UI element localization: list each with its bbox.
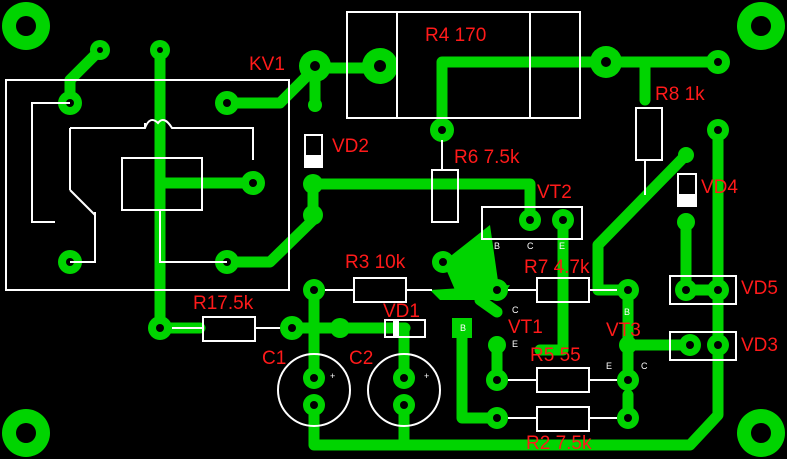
label-vt1: VT1 (508, 317, 543, 338)
pin-vt1-c: C (512, 305, 519, 315)
vd3-outline (669, 331, 737, 361)
label-vd4: VD4 (701, 177, 738, 198)
r8-outline (635, 107, 663, 161)
label-vd1: VD1 (383, 301, 420, 322)
label-vd2: VD2 (332, 136, 369, 157)
copper-pour (443, 225, 500, 295)
pad (308, 98, 322, 112)
pad (619, 336, 637, 354)
pin-vt2-e: E (559, 241, 566, 251)
pin-vt3-e: E (606, 361, 613, 371)
label-c1: C1 (262, 348, 287, 369)
label-vd5: VD5 (741, 278, 778, 299)
pad (303, 205, 323, 225)
pin-vt2-b: B (494, 241, 501, 251)
pad (303, 174, 323, 194)
vd5-outline (669, 275, 737, 305)
c2-outline (367, 353, 441, 427)
pad (677, 213, 695, 231)
pad-square (452, 318, 472, 338)
label-vt3: VT3 (606, 320, 641, 341)
label-r5: R5 55 (530, 345, 581, 366)
label-vd3: VD3 (741, 335, 778, 356)
pad (678, 147, 694, 163)
pin-c1-plus: + (330, 371, 336, 381)
label-r4: R4 170 (425, 25, 487, 46)
pin-vt1-b: B (460, 323, 467, 333)
label-kv1: KV1 (249, 54, 285, 75)
label-r8: R8 1k (655, 84, 705, 105)
silkscreen (5, 11, 737, 432)
pin-vt2-c: C (527, 241, 534, 251)
pin-vt1-e: E (512, 339, 519, 349)
pin-vt3-c: C (641, 361, 648, 371)
r4-outline (346, 11, 581, 119)
pad (330, 318, 350, 338)
vt2-outline (481, 206, 583, 240)
label-c2: C2 (349, 348, 374, 369)
label-vt2: VT2 (537, 182, 572, 203)
label-r1: R17.5k (193, 293, 254, 314)
label-r2: R2 7.5k (526, 433, 592, 454)
relay-outline (5, 79, 290, 291)
label-r6: R6 7.5k (454, 147, 520, 168)
label-r7: R7 4.7k (524, 257, 590, 278)
r6-outline (431, 169, 459, 223)
c1-outline (277, 353, 351, 427)
pin-c2-plus: + (424, 371, 430, 381)
label-r3: R3 10k (345, 252, 406, 273)
vd1-outline (384, 319, 426, 338)
relay-coil (121, 157, 203, 211)
pad (488, 336, 506, 354)
pin-vt3-b: B (624, 307, 631, 317)
